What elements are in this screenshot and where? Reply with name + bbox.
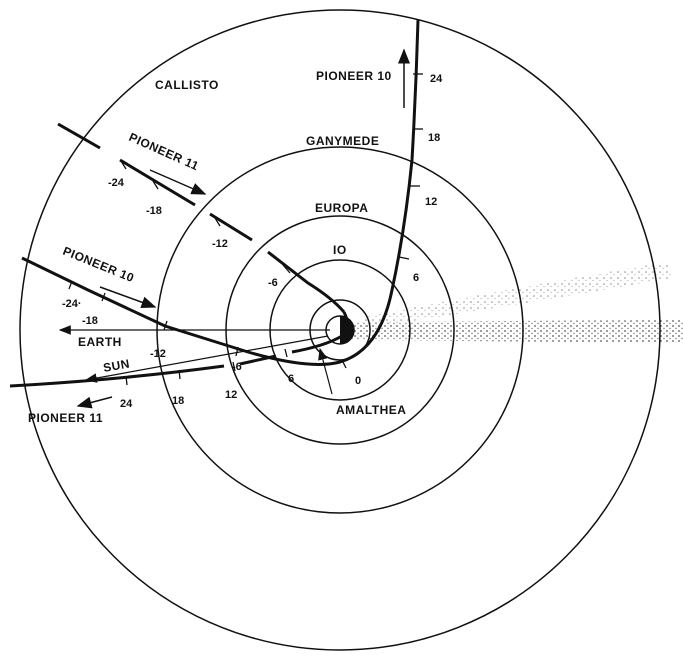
p10-tick-minus18: -18 (82, 315, 98, 327)
pioneer11-upper-arrow (149, 169, 207, 195)
p10-tick-6: 6 (413, 272, 419, 284)
p10-tick-12: 12 (425, 196, 437, 208)
callisto-orbit (19, 9, 661, 651)
jupiter-shadow-lower (350, 320, 683, 343)
p11-tick-minus6: -6 (268, 277, 278, 289)
p10-tick-minus24: -24· (62, 298, 82, 310)
p11-tick-24: 24 (120, 398, 133, 410)
p10-tick-minus12: -12 (150, 348, 166, 360)
p10-tick-24: 24 (430, 73, 443, 85)
p11-tick-6: 6 (288, 373, 294, 385)
trajectory-tick-marks (68, 73, 423, 386)
ganymede-label: GANYMEDE (306, 134, 379, 148)
p11-tick-minus18: -18 (146, 205, 162, 217)
p10-tick-0: 0 (355, 375, 361, 387)
p10-tick-18: 18 (428, 132, 440, 144)
pioneer11-upper-label: PIONEER 11 (127, 130, 201, 173)
pioneer10-trajectory (21, 19, 420, 366)
p11-tick-minus24: -24 (108, 177, 125, 189)
p11-tick-12: 12 (225, 389, 237, 401)
europa-label: EUROPA (315, 201, 368, 215)
pioneer10-left-arrow (99, 286, 157, 309)
jupiter-shadow-upper (360, 262, 672, 328)
sun-label: SUN (102, 357, 131, 375)
jupiter-planet (325, 315, 355, 345)
io-label: IO (333, 243, 347, 257)
amalthea-pointer (318, 347, 333, 395)
pioneer11-bottom-label: PIONEER 11 (28, 411, 103, 425)
amalthea-label: AMALTHEA (336, 403, 406, 417)
sun-direction-line (84, 335, 329, 383)
pioneer11-bottom-arrow (76, 396, 113, 409)
callisto-label: CALLISTO (155, 78, 219, 92)
p11-tick-18: 18 (172, 395, 184, 407)
pioneer10-left-label: PIONEER 10 (61, 244, 136, 285)
p10-tick-minus6: -6 (232, 361, 242, 373)
p11-tick-minus12: -12 (212, 238, 228, 250)
pioneer10-top-label: PIONEER 10 (316, 69, 392, 83)
pioneer11-trajectory (9, 122, 349, 388)
earth-label: EARTH (78, 335, 122, 349)
